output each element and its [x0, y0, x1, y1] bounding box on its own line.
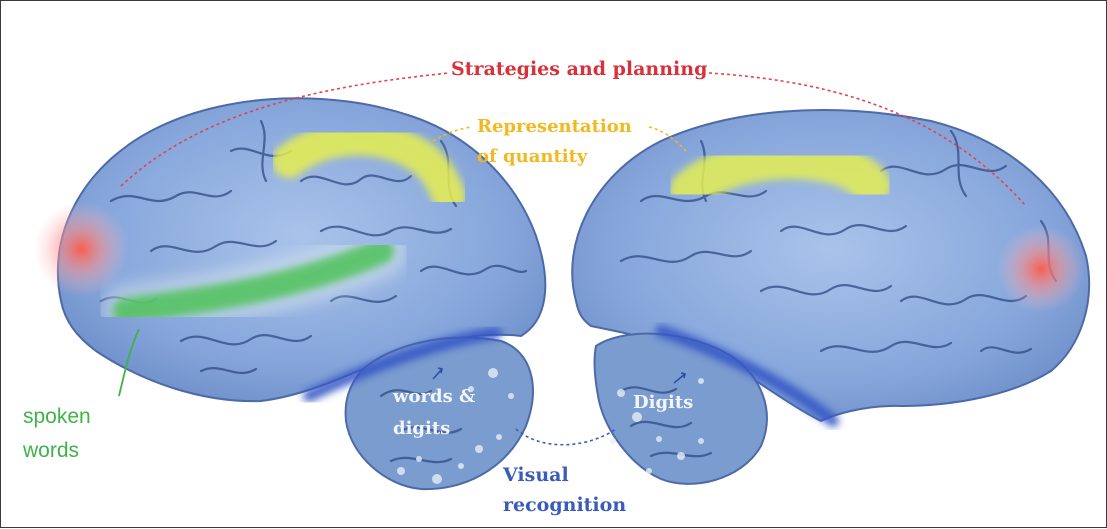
visual-label-line2: recognition — [503, 494, 627, 516]
left-quantity-region — [272, 121, 466, 213]
words-digits-label-line1: words & — [393, 386, 476, 407]
left-arrow — [432, 367, 443, 380]
spoken-label-line1: spoken — [23, 405, 91, 428]
strategies-connector — [120, 72, 1027, 207]
connector-lines — [118, 72, 1027, 446]
cerebellum-speckles — [397, 368, 704, 484]
right-quantity-region — [669, 139, 891, 211]
right-frontal-hotspot — [997, 225, 1085, 313]
visual-connector — [515, 428, 617, 446]
digits-label: Digits — [633, 392, 694, 413]
quantity-label-line2: of quantity — [477, 146, 588, 167]
words-digits-label-line2: digits — [393, 418, 451, 439]
spoken-connector — [118, 328, 140, 397]
right-visual-stripe — [655, 325, 839, 427]
strategies-label: Strategies and planning — [451, 58, 708, 80]
left-frontal-hotspot — [33, 201, 129, 297]
spoken-label-line2: words — [23, 439, 80, 462]
quantity-label-line1: Representation — [477, 116, 632, 137]
visual-label-line1: Visual — [503, 464, 569, 486]
right-hemisphere — [571, 109, 1090, 485]
left-visual-stripe — [303, 327, 502, 402]
right-arrow — [673, 372, 686, 384]
quantity-connector — [432, 126, 687, 152]
left-spoken-region — [113, 238, 394, 324]
left-hemisphere — [33, 97, 547, 491]
